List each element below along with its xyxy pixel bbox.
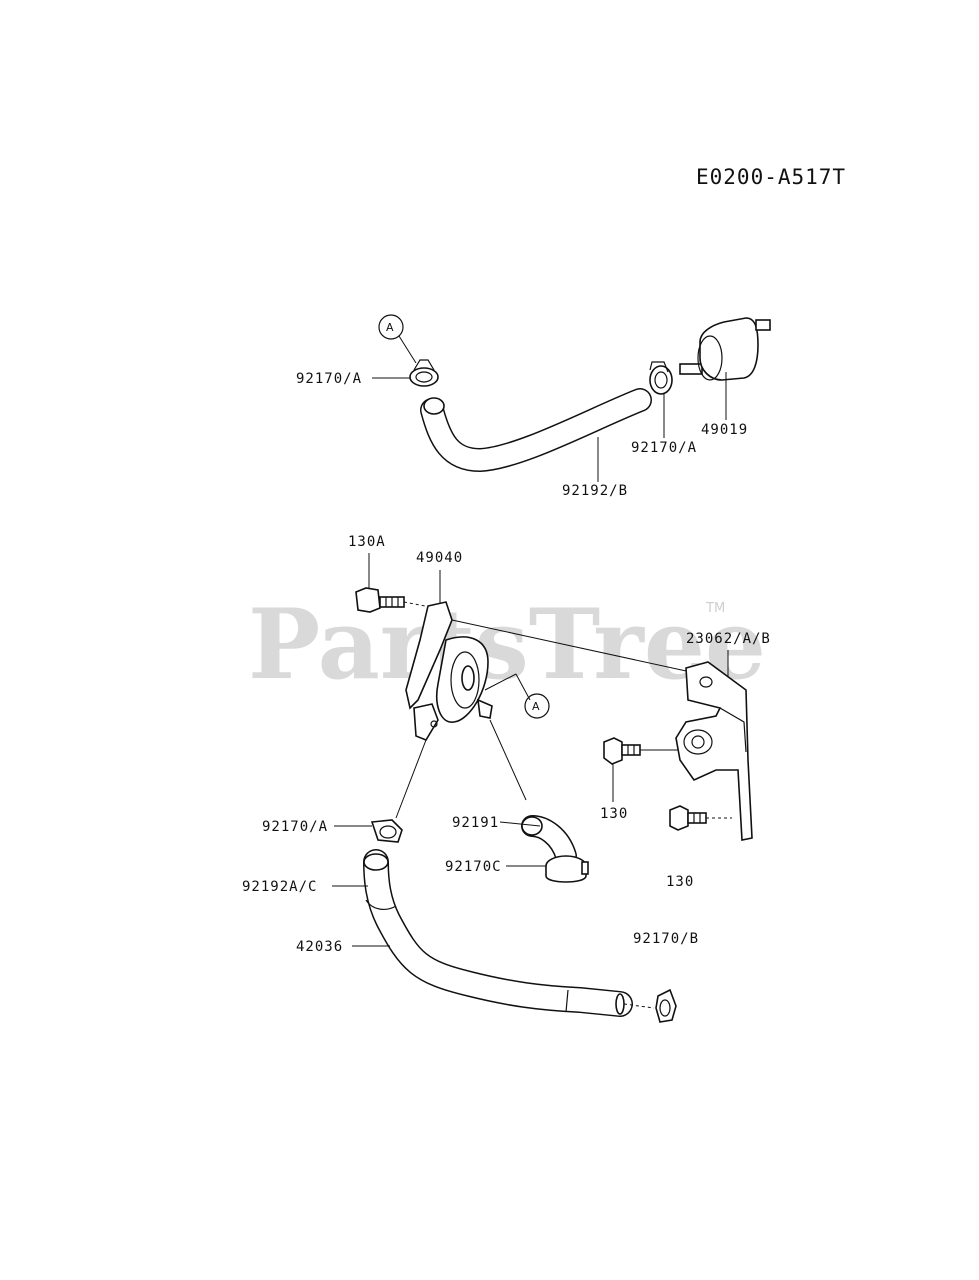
hose-clamp-top-right[interactable] [649,361,673,395]
label-bolt-130a: 130A [348,534,386,550]
leader-pump-to-clamp [395,739,427,819]
hose-clamp-c[interactable] [545,855,589,883]
label-bracket: 23062/A/B [686,631,771,647]
callout-a-top: A [378,314,417,364]
watermark-text: PartsTree [248,588,766,701]
fuel-hose-short[interactable] [521,815,577,867]
label-clamp-b: 92170/B [633,931,699,947]
svg-text:A: A [532,700,540,713]
hose-clamp-top-left[interactable] [409,359,439,387]
diagram-code: E0200-A517T [696,165,846,189]
label-fuel-pump: 49040 [416,550,463,566]
label-hose-top: 92192/B [562,483,628,499]
label-hose-short: 92191 [452,815,499,831]
hose-clamp-mid-left[interactable] [370,819,403,843]
label-bolt-130-upper: 130 [600,806,628,822]
fuel-hose-long[interactable] [363,849,655,1017]
label-fuel-filter: 49019 [701,422,748,438]
leader-pump-to-bracket [451,619,701,675]
leader-hose-short [499,821,541,827]
label-hose-lower: 92192A/C [242,879,317,895]
fuel-pump[interactable] [405,601,493,741]
hose-clamp-b[interactable] [655,988,677,1023]
fuel-hose-top[interactable] [420,388,652,473]
label-clamp-mid-left: 92170/A [262,819,328,835]
bolt-130a[interactable] [355,587,426,613]
bolt-130-upper[interactable] [603,737,678,765]
leader-pump-to-hose-short [489,719,527,801]
fuel-filter[interactable] [679,317,771,381]
watermark-trademark: TM [705,601,725,616]
bolt-130-lower[interactable] [669,805,732,831]
label-bolt-130-lower: 130 [666,874,694,890]
label-clamp-top-right: 92170/A [631,440,697,456]
callout-a-middle: A [484,673,550,719]
label-clamp-top-left: 92170/A [296,371,362,387]
label-hose-long: 42036 [296,939,343,955]
mounting-bracket[interactable] [675,661,753,841]
label-clamp-c: 92170C [445,859,502,875]
svg-text:A: A [386,321,394,334]
